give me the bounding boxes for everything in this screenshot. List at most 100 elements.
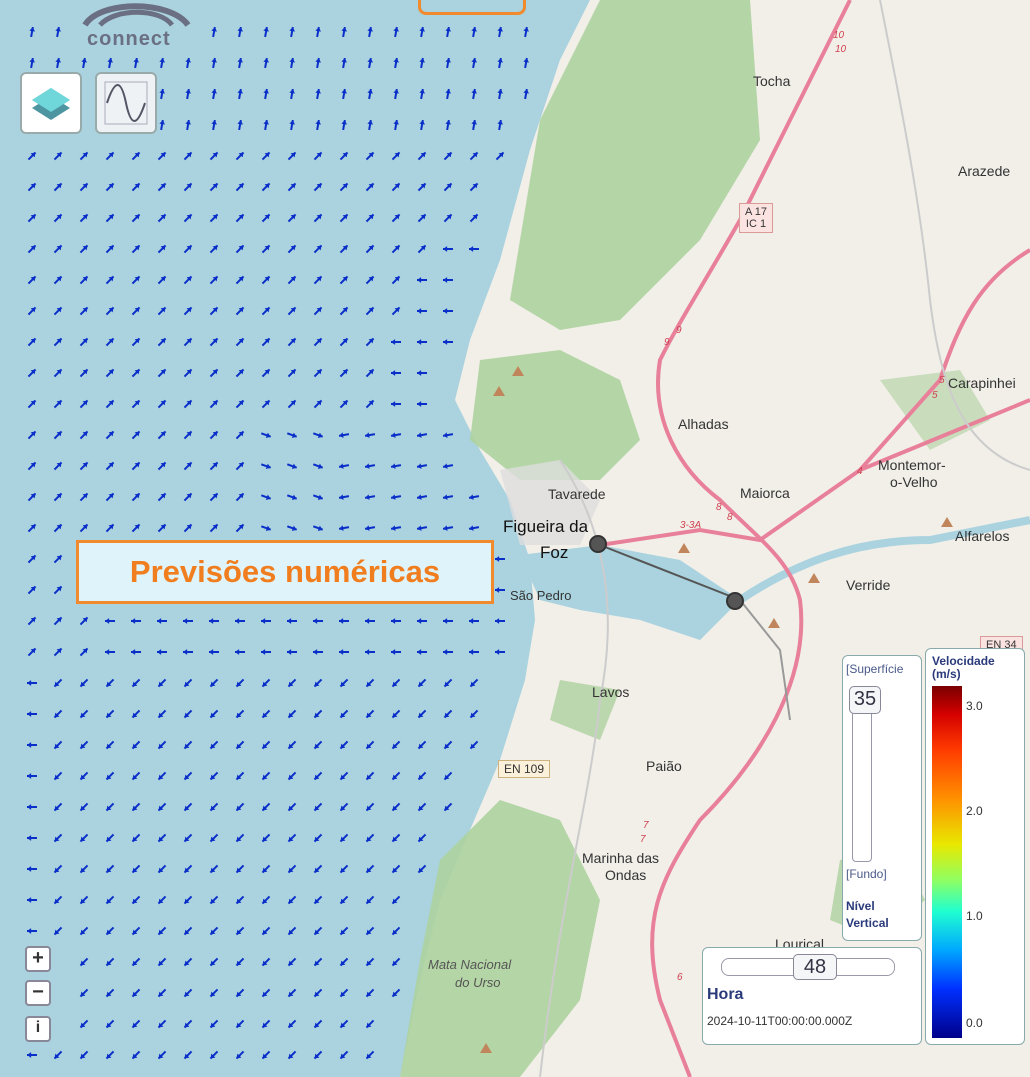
current-arrow — [367, 119, 373, 131]
road-number: 8 — [727, 512, 733, 523]
current-arrow — [235, 895, 245, 905]
current-arrow — [341, 57, 347, 69]
current-arrow — [341, 119, 347, 131]
current-arrow — [313, 337, 323, 347]
current-arrow — [313, 151, 323, 161]
estuary — [520, 545, 740, 640]
current-arrow — [341, 88, 347, 100]
current-arrow — [53, 616, 63, 626]
current-arrow — [289, 88, 295, 100]
current-arrow — [495, 151, 505, 161]
current-arrow — [235, 151, 245, 161]
current-arrow — [131, 833, 141, 843]
current-arrow — [157, 957, 167, 967]
current-arrow — [312, 463, 324, 469]
current-arrow — [157, 988, 167, 998]
road — [599, 544, 741, 601]
current-arrow — [416, 463, 428, 469]
time-slider-handle[interactable]: 48 — [793, 954, 837, 980]
forecast-callout: Previsões numéricas — [76, 540, 494, 604]
current-arrow — [416, 432, 428, 438]
current-arrow — [469, 151, 479, 161]
current-arrow — [495, 587, 505, 593]
current-arrow — [107, 57, 113, 69]
current-arrow — [313, 895, 323, 905]
current-arrow — [417, 864, 427, 874]
current-arrow — [105, 802, 115, 812]
current-arrow — [495, 556, 505, 562]
current-arrow — [287, 275, 297, 285]
zoom-out-button[interactable]: − — [25, 980, 51, 1006]
current-arrow — [157, 649, 167, 655]
current-arrow — [79, 1050, 89, 1060]
current-arrow — [235, 802, 245, 812]
current-arrow — [287, 337, 297, 347]
zoom-in-button[interactable]: + — [25, 946, 51, 972]
current-arrow — [417, 339, 427, 345]
current-arrow — [391, 926, 401, 936]
current-arrow — [263, 88, 269, 100]
current-arrow — [209, 771, 219, 781]
current-arrow — [235, 926, 245, 936]
place-label: Carapinhei — [948, 375, 1016, 391]
current-arrow — [53, 802, 63, 812]
current-arrow — [235, 492, 245, 502]
current-arrow — [391, 401, 401, 407]
layers-button[interactable] — [20, 72, 82, 134]
current-arrow — [209, 833, 219, 843]
current-arrow — [391, 618, 401, 624]
current-arrow — [261, 275, 271, 285]
current-arrow — [237, 26, 243, 38]
current-arrow — [79, 740, 89, 750]
current-arrow — [261, 182, 271, 192]
info-button[interactable]: i — [25, 1016, 51, 1042]
current-arrow — [209, 523, 219, 533]
current-arrow — [79, 833, 89, 843]
vertical-level-slider[interactable] — [852, 710, 872, 862]
current-arrow — [131, 337, 141, 347]
current-arrow — [287, 678, 297, 688]
current-arrow — [417, 308, 427, 314]
road — [739, 599, 791, 721]
road-number: 9 — [664, 337, 670, 348]
current-arrow — [209, 678, 219, 688]
current-arrow — [313, 957, 323, 967]
current-arrow — [157, 182, 167, 192]
current-arrow — [157, 895, 167, 905]
current-arrow — [133, 57, 139, 69]
timeseries-button[interactable] — [95, 72, 157, 134]
station-marker[interactable] — [589, 535, 607, 553]
current-arrow — [209, 337, 219, 347]
vertical-bottom-label: [Fundo] — [846, 867, 887, 881]
current-arrow — [209, 151, 219, 161]
current-arrow — [417, 678, 427, 688]
current-arrow — [105, 337, 115, 347]
current-arrow — [209, 182, 219, 192]
current-arrow — [287, 649, 297, 655]
current-arrow — [157, 492, 167, 502]
current-arrow — [393, 88, 399, 100]
current-arrow — [209, 988, 219, 998]
current-arrow — [183, 306, 193, 316]
current-arrow — [105, 368, 115, 378]
station-marker[interactable] — [726, 592, 744, 610]
current-arrow — [287, 182, 297, 192]
current-arrow — [183, 649, 193, 655]
current-arrow — [105, 988, 115, 998]
current-arrow — [237, 57, 243, 69]
current-arrow — [287, 833, 297, 843]
current-arrow — [235, 523, 245, 533]
current-arrow — [209, 368, 219, 378]
current-arrow — [261, 151, 271, 161]
current-arrow — [27, 616, 37, 626]
current-arrow — [365, 244, 375, 254]
current-arrow — [339, 213, 349, 223]
current-arrow — [442, 494, 454, 500]
current-arrow — [261, 618, 271, 624]
current-arrow — [157, 618, 167, 624]
current-arrow — [131, 771, 141, 781]
vertical-level-handle[interactable]: 35 — [849, 686, 881, 714]
current-arrow — [183, 461, 193, 471]
current-arrow — [105, 1019, 115, 1029]
